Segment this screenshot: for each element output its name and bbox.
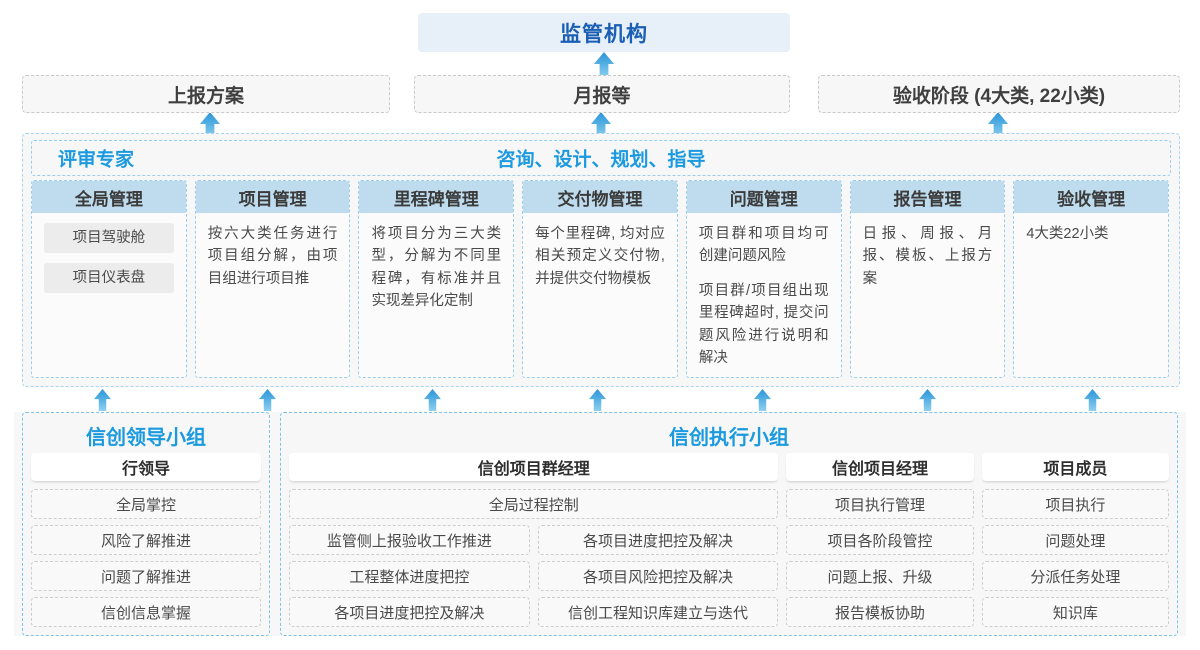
column-program-manager: 信创项目群经理 全局过程控制 监管侧上报验收工作推进工程整体进度把控各项目进度把… [289,453,779,627]
capability-card[interactable]: 验收管理 4大类22小类 [1013,180,1170,378]
column-head-bank-leader[interactable]: 行领导 [31,453,261,481]
bank-leader-row-list: 全局掌控风险了解推进问题了解推进信创信息掌握 [31,489,261,627]
project-manager-row[interactable]: 项目执行管理 [786,489,974,519]
capability-card[interactable]: 问题管理项目群和项目均可创建问题风险项目群/项目组出现里程碑超时, 提交问题风险… [685,180,842,378]
capability-pill[interactable]: 项目驾驶舱 [44,223,174,253]
capability-card-title: 验收管理 [1014,181,1169,213]
report-box-monthly-report[interactable]: 月报等 [414,75,790,113]
column-project-member: 项目成员 项目执行问题处理分派任务处理知识库 [981,453,1169,627]
project-member-row[interactable]: 项目执行 [981,489,1169,519]
capability-description: 4大类22小类 [1026,226,1109,242]
capability-description: 日报、周报、月报、模板、上报方案 [862,226,993,287]
program-manager-global-control[interactable]: 全局过程控制 [289,489,779,519]
program-manager-row[interactable]: 信创工程知识库建立与迭代 [537,597,779,627]
capability-description: 项目群和项目均可创建问题风险 [698,226,829,265]
capability-card-title: 问题管理 [686,181,841,213]
capability-pill[interactable]: 项目仪表盘 [44,263,174,293]
capability-card[interactable]: 项目管理按六大类任务进行项目组分解，由项目组进行项目推 [194,180,351,378]
arrow-up-card-4 [754,389,771,411]
program-manager-row[interactable]: 各项目风险把控及解决 [537,561,779,591]
capability-card-body: 4大类22小类 [1014,213,1168,377]
capability-card-body: 日报、周报、月报、模板、上报方案 [851,213,1005,377]
program-manager-row[interactable]: 工程整体进度把控 [289,561,530,591]
middle-panel-header: 评审专家 咨询、设计、规划、指导 [31,140,1171,176]
project-member-row[interactable]: 知识库 [981,597,1169,627]
project-manager-row[interactable]: 项目各阶段管控 [786,525,974,555]
report-box-acceptance-phase[interactable]: 验收阶段 (4大类, 22小类) [818,75,1180,113]
capability-card-body: 按六大类任务进行项目组分解，由项目组进行项目推 [196,213,350,377]
arrow-up-card-6 [1084,389,1101,411]
report-box-submission-plan[interactable]: 上报方案 [22,75,390,113]
arrow-up-card-5 [919,389,936,411]
header-review-experts: 评审专家 [58,149,135,171]
program-manager-row[interactable]: 各项目进度把控及解决 [289,597,530,627]
capability-card-body: 项目群和项目均可创建问题风险项目群/项目组出现里程碑超时, 提交问题风险进行说明… [687,213,841,377]
group-leadership: 信创领导小组 行领导 全局掌控风险了解推进问题了解推进信创信息掌握 [22,412,270,636]
capability-description: 项目群/项目组出现里程碑超时, 提交问题风险进行说明和解决 [698,282,829,367]
bank-leader-row[interactable]: 全局掌控 [31,489,261,519]
capability-card[interactable]: 报告管理日报、周报、月报、模板、上报方案 [849,180,1006,378]
project-member-row[interactable]: 分派任务处理 [981,561,1169,591]
capability-card-title: 全局管理 [32,181,186,213]
capability-card-body: 项目驾驶舱项目仪表盘 [32,213,186,377]
program-manager-left-rows: 监管侧上报验收工作推进工程整体进度把控各项目进度把控及解决 [289,525,530,627]
capability-card-list: 全局管理项目驾驶舱项目仪表盘项目管理按六大类任务进行项目组分解，由项目组进行项目… [31,180,1170,378]
capability-card-title: 里程碑管理 [359,181,514,213]
capability-card-title: 报告管理 [850,181,1005,213]
group-leadership-title: 信创领导小组 [86,427,206,449]
capability-card-body: 每个里程碑, 均对应相关预定义交付物, 并提供交付物模板 [523,213,677,377]
project-member-row[interactable]: 问题处理 [981,525,1169,555]
project-manager-row[interactable]: 报告模板协助 [786,597,974,627]
capability-card[interactable]: 里程碑管理将项目分为三大类型，分解为不同里程碑，有标准并且实现差异化定制 [358,180,515,378]
capability-description: 按六大类任务进行项目组分解，由项目组进行项目推 [207,226,338,287]
capability-description: 每个里程碑, 均对应相关预定义交付物, 并提供交付物模板 [535,226,665,287]
column-bank-leader: 行领导 全局掌控风险了解推进问题了解推进信创信息掌握 [31,453,261,627]
column-project-manager: 信创项目经理 项目执行管理项目各阶段管控问题上报、升级报告模板协助 [786,453,974,627]
project-manager-row[interactable]: 问题上报、升级 [786,561,974,591]
arrow-up-card-0 [94,389,111,411]
program-manager-right-rows: 各项目进度把控及解决各项目风险把控及解决信创工程知识库建立与迭代 [537,525,779,627]
arrow-up-card-2 [424,389,441,411]
bank-leader-row[interactable]: 风险了解推进 [31,525,261,555]
project-manager-row-list: 项目执行管理项目各阶段管控问题上报、升级报告模板协助 [786,489,974,627]
middle-panel: 评审专家 咨询、设计、规划、指导 全局管理项目驾驶舱项目仪表盘项目管理按六大类任… [22,133,1180,387]
capability-card[interactable]: 交付物管理每个里程碑, 均对应相关预定义交付物, 并提供交付物模板 [522,180,678,378]
bank-leader-row[interactable]: 信创信息掌握 [31,597,261,627]
project-member-row-list: 项目执行问题处理分派任务处理知识库 [981,489,1169,627]
capability-card-body: 将项目分为三大类型，分解为不同里程碑，有标准并且实现差异化定制 [359,213,513,377]
column-head-program-manager[interactable]: 信创项目群经理 [289,453,779,481]
arrow-up-card-1 [259,389,276,411]
arrow-up-card-3 [589,389,606,411]
regulator-box: 监管机构 [418,13,790,52]
capability-card-title: 项目管理 [195,181,350,213]
bottom-panel: 信创领导小组 行领导 全局掌控风险了解推进问题了解推进信创信息掌握 信创执行小组… [14,412,1186,636]
program-manager-row[interactable]: 各项目进度把控及解决 [537,525,779,555]
capability-card[interactable]: 全局管理项目驾驶舱项目仪表盘 [31,180,187,378]
header-consulting: 咨询、设计、规划、指导 [496,149,706,171]
group-execution-title: 信创执行小组 [669,427,789,449]
bank-leader-row[interactable]: 问题了解推进 [31,561,261,591]
capability-card-title: 交付物管理 [523,181,677,213]
column-head-project-member[interactable]: 项目成员 [981,453,1169,481]
group-execution: 信创执行小组 信创项目群经理 全局过程控制 监管侧上报验收工作推进工程整体进度把… [280,412,1178,636]
column-head-project-manager[interactable]: 信创项目经理 [786,453,974,481]
capability-description: 将项目分为三大类型，分解为不同里程碑，有标准并且实现差异化定制 [371,226,502,310]
program-manager-row[interactable]: 监管侧上报验收工作推进 [289,525,530,555]
